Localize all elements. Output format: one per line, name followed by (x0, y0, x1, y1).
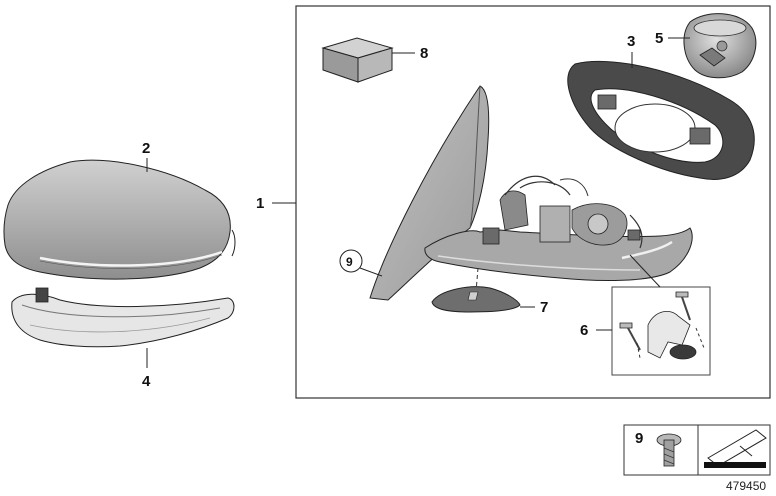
callout-5: 5 (655, 30, 663, 47)
part-7-gasket (431, 286, 521, 313)
assembly-frame (295, 5, 771, 399)
callout-3: 3 (627, 33, 635, 50)
part-2-mirror-cover (3, 159, 236, 280)
part-4-turn-signal (11, 287, 235, 348)
callout-8: 8 (420, 45, 428, 62)
leader-1-to-6 (629, 254, 661, 288)
part-5-adjust-motor (683, 13, 757, 79)
callout-9-circled: 9 (346, 255, 353, 269)
callout-2: 2 (142, 140, 150, 157)
part-8-block (321, 37, 394, 83)
callout-7: 7 (540, 299, 548, 316)
callout-4: 4 (142, 373, 151, 390)
legend-screw-icon (656, 433, 682, 467)
callout-6: 6 (580, 322, 588, 339)
part-9-circle (339, 249, 363, 273)
part-3-housing-frame (567, 60, 755, 180)
reference-number: 479450 (726, 479, 766, 493)
part-6-screws-clip (619, 291, 705, 360)
part-1-mirror-base (369, 85, 693, 301)
legend-tool-icon (704, 429, 767, 468)
leader-9 (359, 267, 383, 277)
part-6-kit-box (611, 286, 711, 376)
callout-9-legend: 9 (635, 430, 643, 447)
callout-1: 1 (256, 195, 264, 212)
